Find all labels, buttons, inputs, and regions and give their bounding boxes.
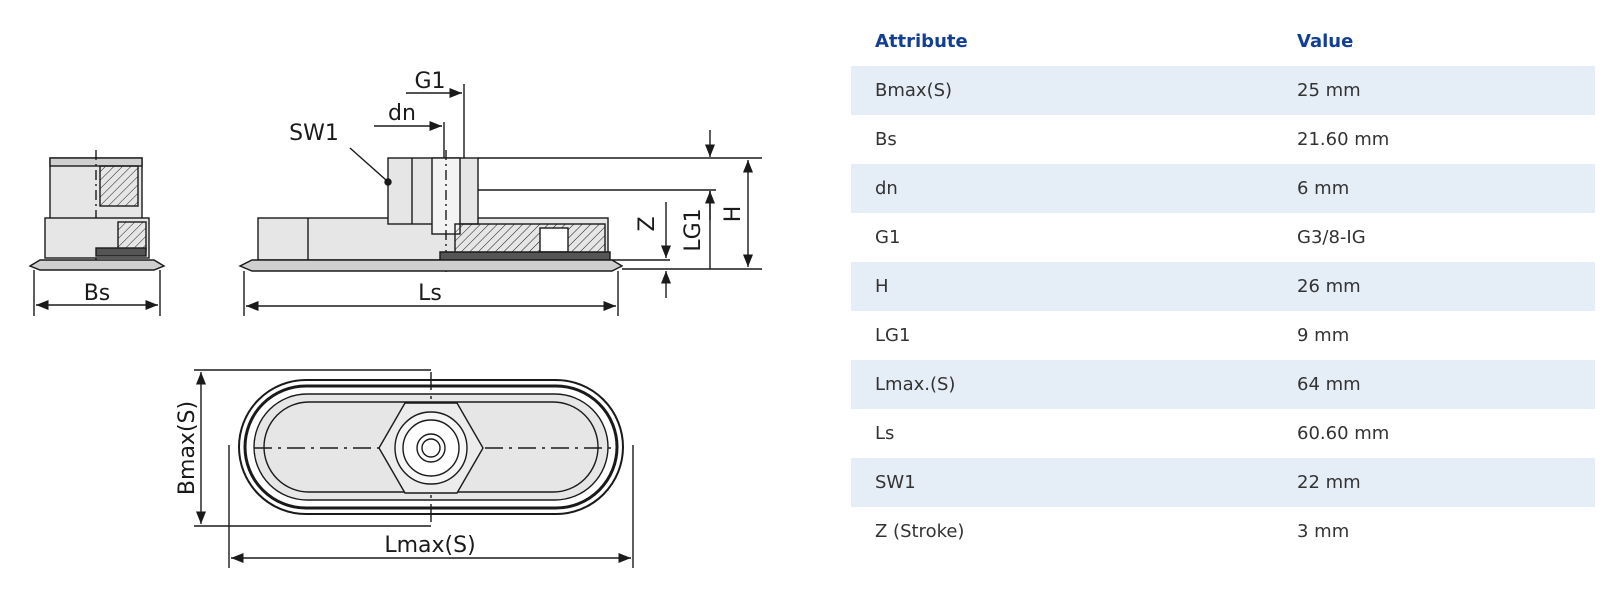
front-view: SW1 dn G1 Z LG1 H Ls [238, 69, 762, 316]
attribute-cell: Lmax.(S) [851, 360, 1297, 409]
label-dn: dn [388, 101, 416, 126]
label-z: Z [635, 216, 660, 231]
top-view: Bmax(S) Lmax(S) [175, 369, 634, 568]
label-bs: Bs [84, 281, 111, 306]
table-row: H 26 mm [851, 262, 1595, 311]
header-value: Value [1297, 30, 1354, 52]
table-row: Ls 60.60 mm [851, 409, 1595, 458]
label-sw1: SW1 [289, 121, 339, 146]
label-g1: G1 [414, 69, 445, 94]
table-header-row: Attribute Value [851, 16, 1595, 66]
value-cell: 60.60 mm [1297, 409, 1595, 458]
label-lg1: LG1 [681, 208, 706, 251]
header-attribute: Attribute [875, 30, 968, 52]
value-cell: 6 mm [1297, 164, 1595, 213]
value-cell: 64 mm [1297, 360, 1595, 409]
attribute-cell: G1 [851, 213, 1297, 262]
label-bmax: Bmax(S) [175, 401, 200, 495]
attribute-cell: SW1 [851, 458, 1297, 507]
spec-table: Attribute Value Bmax(S) 25 mm Bs 21.60 m… [851, 16, 1595, 556]
table-row: Lmax.(S) 64 mm [851, 360, 1595, 409]
table-row: dn 6 mm [851, 164, 1595, 213]
label-h: H [721, 206, 746, 223]
table-row: SW1 22 mm [851, 458, 1595, 507]
value-cell: G3/8-IG [1297, 213, 1595, 262]
label-ls: Ls [418, 281, 442, 306]
value-cell: 9 mm [1297, 311, 1595, 360]
attribute-cell: dn [851, 164, 1297, 213]
side-view: Bs [28, 150, 166, 316]
table-row: Z (Stroke) 3 mm [851, 507, 1595, 556]
table-row: Bmax(S) 25 mm [851, 66, 1595, 115]
value-cell: 25 mm [1297, 66, 1595, 115]
value-cell: 21.60 mm [1297, 115, 1595, 164]
technical-drawing: Bs SW1 dn G1 Z [0, 0, 800, 613]
attribute-cell: Bs [851, 115, 1297, 164]
table-row: Bs 21.60 mm [851, 115, 1595, 164]
value-cell: 22 mm [1297, 458, 1595, 507]
suction-cup-drawing: Bs SW1 dn G1 Z [28, 69, 762, 568]
label-lmax: Lmax(S) [384, 533, 475, 558]
attribute-cell: Bmax(S) [851, 66, 1297, 115]
attribute-cell: LG1 [851, 311, 1297, 360]
attribute-cell: H [851, 262, 1297, 311]
attribute-cell: Ls [851, 409, 1297, 458]
value-cell: 26 mm [1297, 262, 1595, 311]
attribute-cell: Z (Stroke) [851, 507, 1297, 556]
value-cell: 3 mm [1297, 507, 1595, 556]
table-row: G1 G3/8-IG [851, 213, 1595, 262]
table-row: LG1 9 mm [851, 311, 1595, 360]
